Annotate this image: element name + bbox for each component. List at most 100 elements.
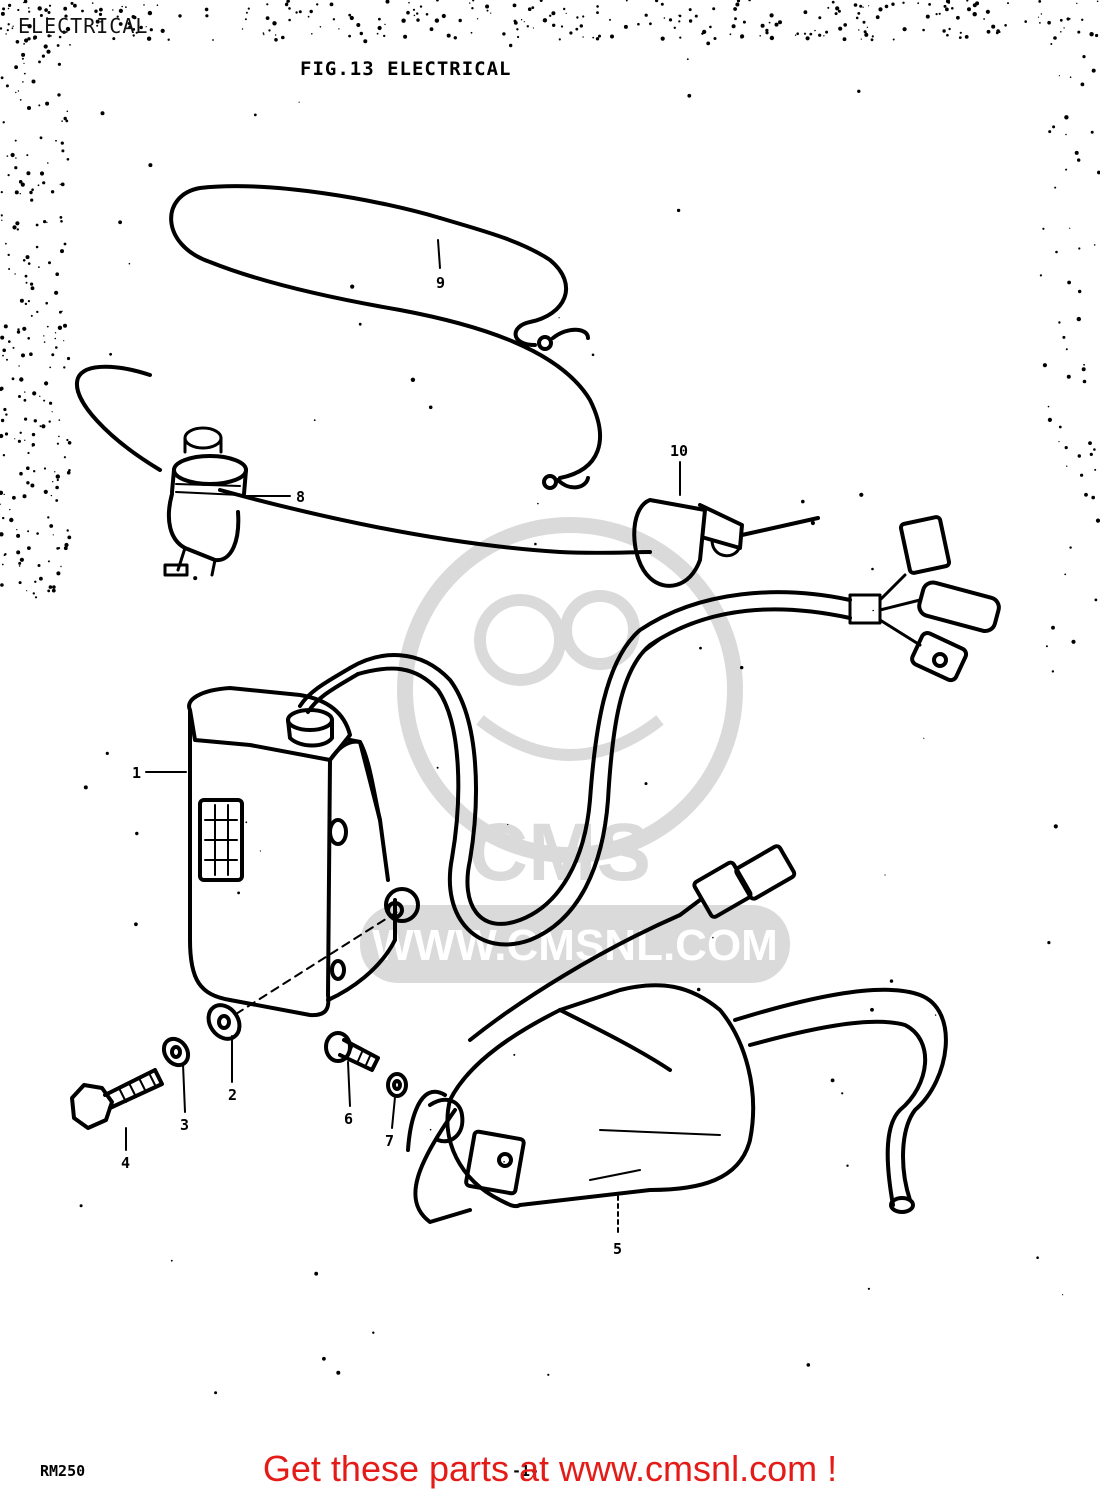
speckle [112, 37, 116, 41]
speckle [193, 576, 198, 581]
speckle [428, 405, 433, 410]
speckle [49, 401, 53, 405]
speckle [1051, 670, 1055, 673]
speckle [38, 60, 41, 64]
speckle [8, 268, 11, 270]
speckle [902, 27, 907, 32]
speckle [709, 25, 712, 29]
watermark-url: WWW.CMSNL.COM [372, 921, 778, 970]
speckle [57, 93, 61, 97]
speckle [12, 25, 14, 27]
speckle [736, 0, 741, 3]
speckle [582, 36, 584, 38]
speckle [859, 492, 864, 497]
speckle [1047, 417, 1052, 422]
speckle [46, 221, 48, 224]
speckle [358, 322, 362, 326]
speckle [935, 13, 938, 16]
speckle [862, 20, 866, 24]
speckle [54, 337, 57, 340]
speckle [558, 38, 561, 41]
speckle [866, 26, 869, 28]
leader-3 [182, 1063, 186, 1113]
speckle [509, 43, 513, 48]
speckle [62, 30, 66, 34]
speckle [7, 253, 10, 257]
speckle [748, 0, 751, 2]
speckle [591, 353, 595, 357]
speckle [11, 27, 14, 30]
speckle [70, 1, 74, 5]
speckle [1074, 150, 1079, 155]
page-header: ELECTRICAL [18, 14, 149, 38]
speckle [512, 3, 517, 8]
speckle [127, 22, 131, 25]
speckle [1040, 13, 1043, 15]
speckle [805, 36, 810, 41]
speckle [843, 23, 847, 27]
part-7-washer [386, 1072, 408, 1098]
speckle [958, 36, 962, 39]
speckle [148, 163, 153, 168]
speckle [1063, 27, 1065, 29]
speckle [1024, 20, 1027, 23]
speckle [1083, 363, 1085, 366]
speckle [244, 18, 247, 21]
speckle [565, 12, 567, 14]
speckle [45, 301, 48, 305]
speckle [143, 4, 145, 6]
speckle [765, 31, 769, 35]
speckle [1082, 379, 1087, 384]
speckle [14, 190, 19, 195]
speckle [872, 609, 874, 612]
speckle [23, 0, 28, 4]
speckle [837, 9, 841, 13]
part-1-wiring-harness [348, 515, 1001, 947]
speckle [532, 27, 535, 29]
speckle [943, 4, 947, 8]
speckle [43, 220, 47, 224]
speckle [699, 646, 702, 650]
speckle [1, 219, 3, 221]
speckle [403, 34, 408, 39]
speckle [212, 39, 214, 41]
speckle [947, 1, 951, 4]
speckle [59, 183, 61, 185]
speckle [549, 14, 552, 17]
speckle [18, 561, 22, 565]
speckle [44, 8, 48, 12]
speckle [884, 874, 886, 876]
speckle [5, 33, 7, 35]
speckle [32, 592, 35, 595]
speckle [2, 121, 5, 124]
speckle [17, 439, 21, 443]
speckle [902, 1, 905, 4]
speckle [12, 225, 17, 230]
speckle [945, 7, 949, 12]
speckle [1082, 55, 1086, 59]
speckle [868, 5, 870, 7]
speckle [41, 54, 46, 58]
speckle [644, 782, 648, 786]
speckle [32, 391, 37, 396]
callout-9: 9 [436, 274, 445, 292]
speckle [985, 9, 991, 14]
leader-9 [437, 239, 441, 269]
speckle [702, 29, 707, 34]
footer-cta-link[interactable]: Get these parts at www.cmsnl.com ! [262, 1448, 838, 1489]
speckle [48, 585, 53, 589]
speckle [731, 24, 736, 29]
speckle [19, 99, 22, 101]
speckle [60, 220, 63, 223]
speckle [1045, 645, 1048, 648]
speckle [350, 284, 355, 289]
speckle [329, 2, 334, 7]
speckle [56, 478, 59, 482]
speckle [3, 554, 6, 557]
speckle [1051, 625, 1055, 630]
speckle [48, 4, 52, 7]
speckle [558, 317, 560, 319]
speckle [579, 24, 583, 28]
speckle [1047, 405, 1050, 408]
speckle [527, 7, 532, 11]
